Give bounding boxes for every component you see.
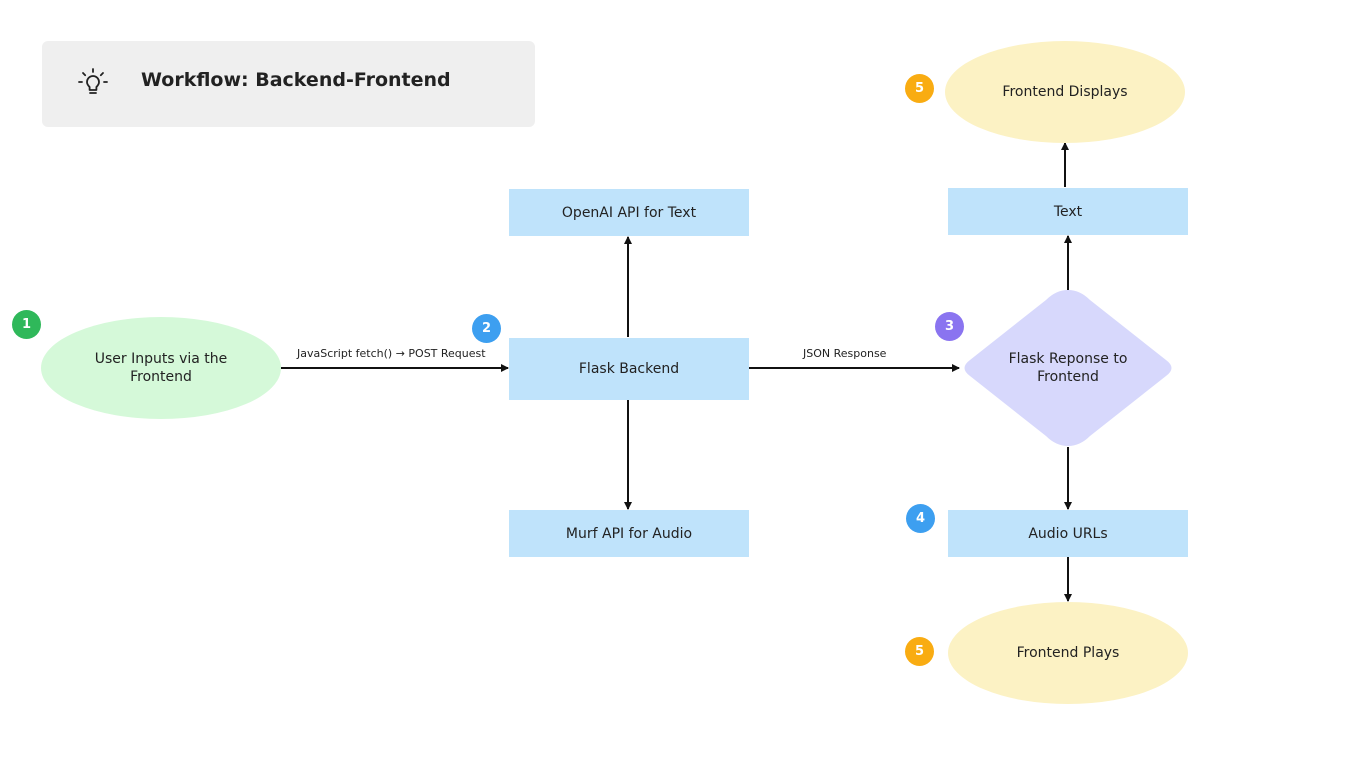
decision-diamond xyxy=(964,290,1172,446)
diagram-title: Workflow: Backend-Frontend xyxy=(141,69,451,91)
title-card: Workflow: Backend-Frontend xyxy=(42,41,535,127)
node-openai-api: OpenAI API for Text xyxy=(509,189,749,236)
node-frontend-plays-label: Frontend Plays xyxy=(1016,645,1120,661)
node-text: Text xyxy=(948,188,1188,235)
node-user-inputs-label: User Inputs via the Frontend xyxy=(94,351,228,385)
step-badge-2: 2 xyxy=(472,314,501,343)
lightbulb-icon xyxy=(78,68,108,94)
node-audio-urls: Audio URLs xyxy=(948,510,1188,557)
step-badge-1: 1 xyxy=(12,310,41,339)
node-flask-backend-label: Flask Backend xyxy=(578,361,680,377)
edge-label-fetch: JavaScript fetch() → POST Request xyxy=(297,347,486,360)
node-frontend-displays-label: Frontend Displays xyxy=(1002,84,1128,100)
step-badge-4: 4 xyxy=(906,504,935,533)
node-flask-response: Flask Reponse to Frontend xyxy=(990,340,1146,396)
node-audio-urls-label: Audio URLs xyxy=(1028,525,1108,542)
step-badge-3: 3 xyxy=(935,312,964,341)
node-user-inputs: User Inputs via the Frontend xyxy=(41,317,281,419)
node-text-label: Text xyxy=(1053,203,1083,220)
step-badge-5-display: 5 xyxy=(905,74,934,103)
node-murf-api-label: Murf API for Audio xyxy=(565,525,693,542)
node-murf-api: Murf API for Audio xyxy=(509,510,749,557)
node-frontend-displays: Frontend Displays xyxy=(945,41,1185,143)
node-frontend-plays: Frontend Plays xyxy=(948,602,1188,704)
node-flask-response-label: Flask Reponse to Frontend xyxy=(1008,351,1128,385)
edge-label-json: JSON Response xyxy=(803,347,887,360)
node-flask-backend: Flask Backend xyxy=(509,338,749,400)
step-badge-5-play: 5 xyxy=(905,637,934,666)
node-openai-api-label: OpenAI API for Text xyxy=(561,204,697,221)
